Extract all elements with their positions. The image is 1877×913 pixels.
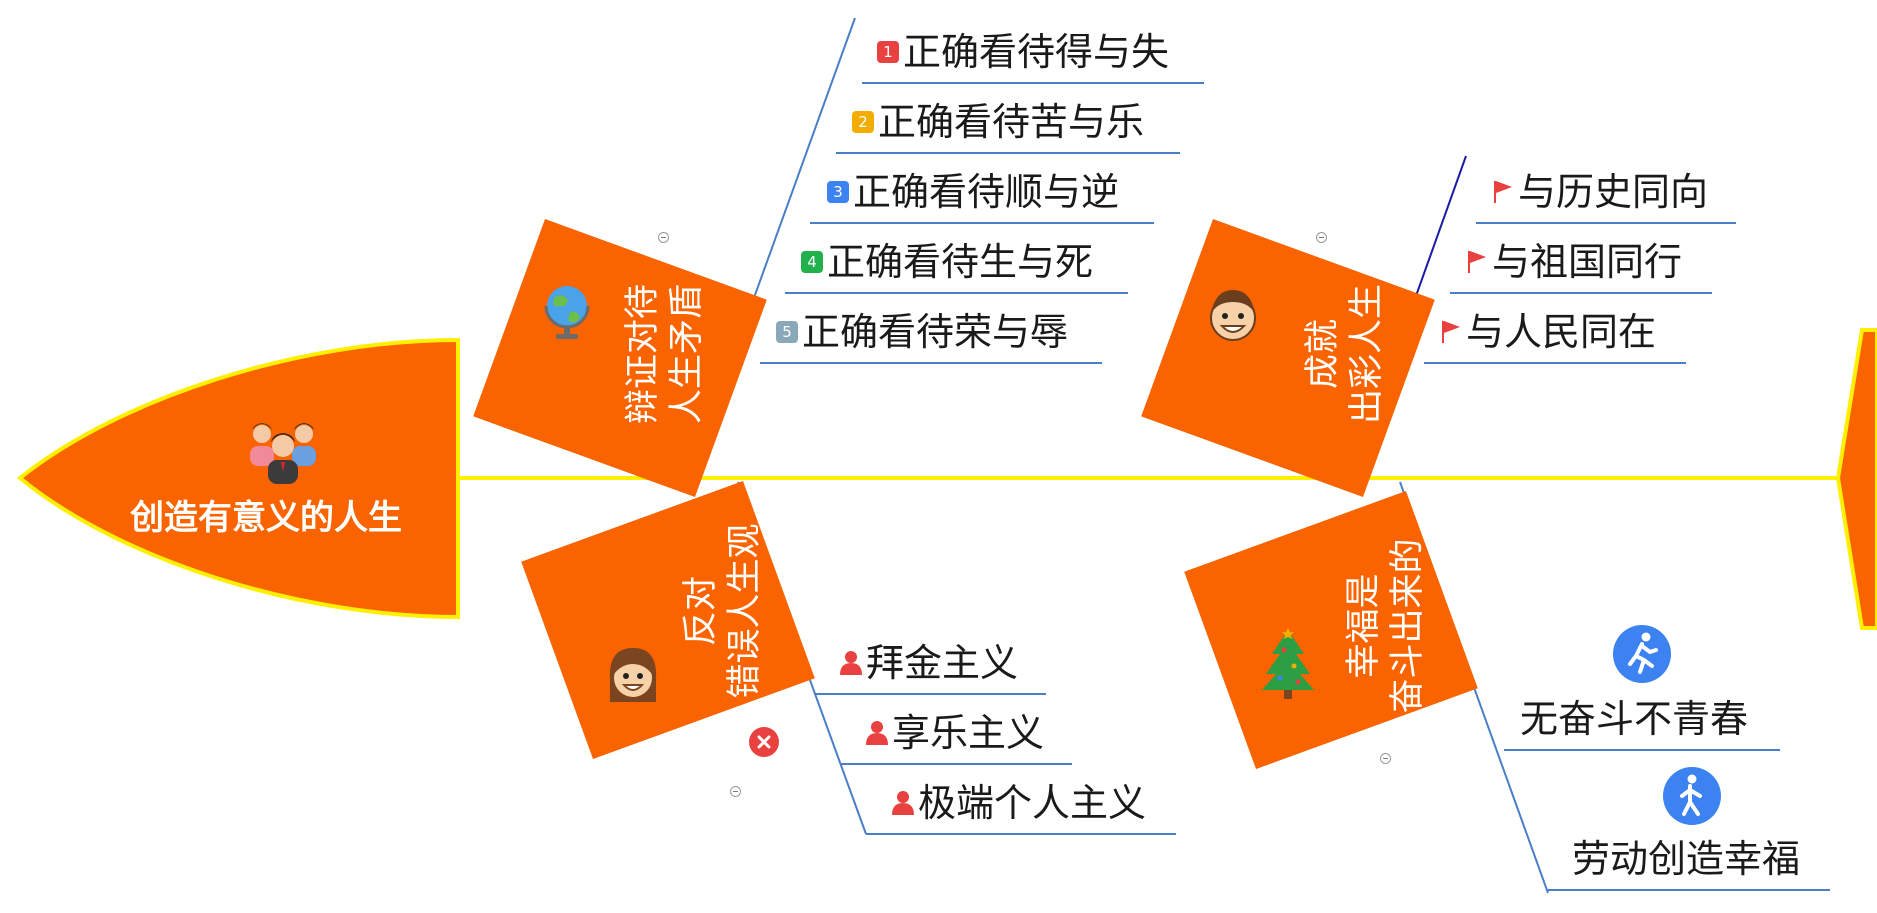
flag-icon (1442, 321, 1460, 343)
list-item[interactable]: 享乐主义 (864, 710, 1044, 756)
category-title-line1: 幸福是 (1344, 573, 1384, 679)
christmas-tree-icon (1262, 628, 1314, 699)
item-underline (814, 693, 1046, 695)
list-item[interactable]: 1 正确看待得与失 (877, 29, 1169, 75)
item-text: 与人民同在 (1466, 310, 1657, 354)
item-underline (1450, 292, 1712, 294)
item-text: 正确看待荣与辱 (802, 310, 1069, 354)
priority-badge-3-icon: 3 (827, 181, 849, 203)
item-text: 正确看待得与失 (903, 30, 1170, 74)
list-item[interactable]: 与祖国同行 (1466, 239, 1682, 285)
item-text: 正确看待苦与乐 (878, 100, 1145, 144)
item-text: 无奋斗不青春 (1520, 697, 1749, 741)
list-item[interactable]: 劳动创造幸福 (1572, 836, 1800, 882)
error-marker-icon (749, 727, 779, 757)
item-underline (760, 362, 1102, 364)
collapse-toggle-dialectic[interactable] (658, 232, 669, 243)
category-title-happiness: 幸福是 奋斗出来的 (1342, 506, 1430, 746)
category-title-oppose: 反对 错误人生观 (679, 496, 767, 726)
item-underline (1548, 889, 1830, 891)
woman-face-icon (609, 648, 657, 702)
people-group-icon (250, 423, 316, 484)
head-title[interactable]: 创造有意义的人生 (130, 498, 402, 538)
item-underline (1504, 749, 1780, 751)
category-title-line2: 出彩人生 (1347, 284, 1387, 425)
category-title-line2: 人生矛盾 (667, 284, 707, 425)
list-item[interactable]: 2 正确看待苦与乐 (852, 99, 1144, 145)
item-underline (836, 152, 1180, 154)
category-title-line1: 辩证对待 (623, 284, 663, 425)
category-title-line1: 反对 (681, 576, 721, 647)
flag-icon (1494, 181, 1512, 203)
list-item[interactable]: 4 正确看待生与死 (801, 239, 1093, 285)
item-underline (1424, 362, 1686, 364)
priority-badge-5-icon: 5 (776, 321, 798, 343)
item-text: 极端个人主义 (918, 781, 1147, 825)
item-text: 劳动创造幸福 (1572, 837, 1801, 881)
fish-head[interactable] (16, 337, 460, 620)
list-item[interactable]: 5 正确看待荣与辱 (776, 309, 1068, 355)
fish-tail (1835, 328, 1877, 630)
category-title-line2: 奋斗出来的 (1388, 538, 1428, 714)
list-item[interactable]: 拜金主义 (838, 640, 1018, 686)
item-underline (862, 82, 1204, 84)
item-text: 正确看待顺与逆 (853, 170, 1120, 214)
item-text: 拜金主义 (866, 641, 1019, 685)
category-title-line2: 错误人生观 (725, 523, 765, 699)
item-underline (866, 833, 1176, 835)
man-face-icon (1210, 290, 1256, 341)
priority-badge-4-icon: 4 (801, 251, 823, 273)
walking-icon (1663, 767, 1721, 825)
priority-badge-2-icon: 2 (852, 111, 874, 133)
item-text: 正确看待生与死 (827, 240, 1094, 284)
person-icon (892, 791, 914, 815)
item-underline (1476, 222, 1736, 224)
category-title-line1: 成就 (1303, 319, 1343, 390)
list-item[interactable]: 极端个人主义 (890, 780, 1146, 826)
item-underline (840, 763, 1072, 765)
running-icon (1613, 625, 1671, 683)
flag-icon (1468, 251, 1486, 273)
category-title-dialectic: 辩证对待 人生矛盾 (621, 249, 709, 459)
item-underline (785, 292, 1128, 294)
list-item[interactable]: 3 正确看待顺与逆 (827, 169, 1119, 215)
list-item[interactable]: 与人民同在 (1440, 309, 1656, 355)
list-item[interactable]: 与历史同向 (1492, 169, 1708, 215)
collapse-toggle-happiness[interactable] (1380, 753, 1391, 764)
category-title-achieve: 成就 出彩人生 (1301, 249, 1389, 459)
collapse-toggle-oppose[interactable] (730, 786, 741, 797)
item-text: 享乐主义 (892, 711, 1045, 755)
person-icon (840, 651, 862, 675)
item-underline (810, 222, 1154, 224)
person-icon (866, 721, 888, 745)
list-item[interactable]: 无奋斗不青春 (1520, 696, 1748, 742)
globe-icon (544, 286, 590, 339)
item-text: 与祖国同行 (1492, 240, 1683, 284)
item-text: 与历史同向 (1518, 170, 1709, 214)
collapse-toggle-achieve[interactable] (1316, 232, 1327, 243)
priority-badge-1-icon: 1 (877, 41, 899, 63)
